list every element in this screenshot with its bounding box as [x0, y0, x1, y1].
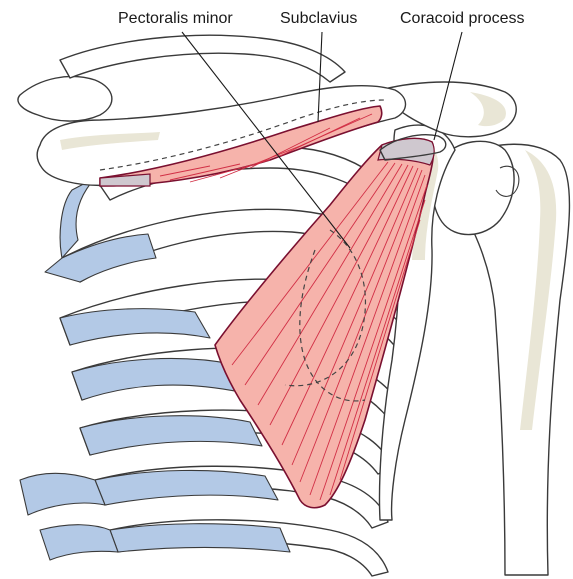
costal-cartilage-lower — [20, 473, 105, 515]
costal-cartilage-6 — [95, 470, 278, 505]
costal-cartilage-7 — [110, 524, 290, 552]
sternal-end — [18, 76, 112, 121]
costal-cartilage-lowest — [40, 525, 118, 560]
costal-cartilage-5 — [80, 416, 262, 455]
costal-cartilage-3 — [60, 309, 210, 345]
humerus — [433, 141, 570, 575]
label-pectoralis-minor: Pectoralis minor — [118, 10, 233, 27]
label-coracoid-process: Coracoid process — [400, 10, 525, 27]
label-subclavius: Subclavius — [280, 10, 357, 27]
